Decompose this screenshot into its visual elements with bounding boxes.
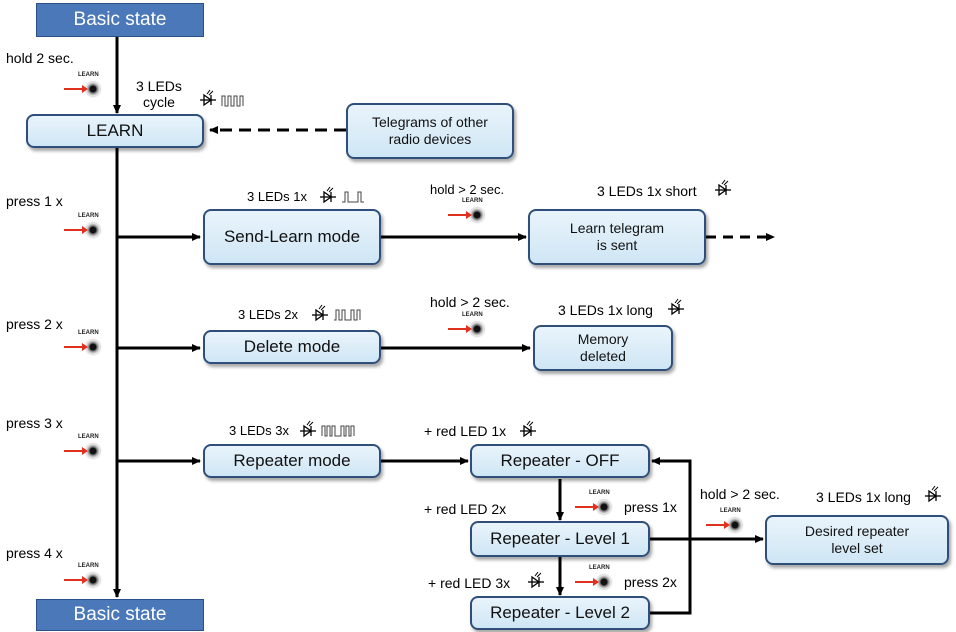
leds-cycle-line-1: 3 LEDs (136, 78, 182, 94)
blink-pulse-icon (321, 425, 355, 437)
leds-cycle-line-2: cycle (143, 94, 175, 110)
leds-long-a-label: 3 LEDs 1x long (558, 302, 653, 318)
repeater-level1-box: Repeater - Level 1 (470, 521, 650, 557)
repeater-level2-box: Repeater - Level 2 (470, 596, 650, 630)
delete-mode-box: Delete mode (203, 330, 381, 364)
led-icon (924, 485, 942, 502)
basic-state-bottom-label: Basic state (73, 604, 167, 625)
learn-button-icon: LEARN (64, 72, 104, 102)
learn-button-icon: LEARN (448, 312, 488, 342)
blink-pulse-icon (334, 309, 361, 321)
press-2-label: press 2 x (6, 316, 63, 332)
press-1-label: press 1 x (6, 193, 63, 209)
hold-gt-2-b-label: hold > 2 sec. (430, 294, 510, 310)
learn-button-icon: LEARN (64, 213, 104, 243)
learn-button-caption: LEARN (78, 72, 99, 78)
press-1x-label: press 1x (624, 499, 677, 515)
repeater-mode-label: Repeater mode (233, 451, 351, 470)
telegrams-box: Telegrams of other radio devices (346, 103, 514, 159)
red-led-1-label: + red LED 1x (424, 423, 507, 439)
learn-button-icon: LEARN (706, 508, 746, 538)
learn-button-caption: LEARN (78, 330, 99, 336)
desired-level-line-2: level set (831, 540, 883, 556)
learn-button-caption: LEARN (462, 198, 483, 204)
press-2x-label: press 2x (624, 574, 677, 590)
desired-level-line-1: Desired repeater (804, 523, 910, 539)
send-leds-label: 3 LEDs 1x (247, 189, 307, 204)
learn-button-icon: LEARN (575, 565, 615, 595)
led-icon (299, 420, 317, 437)
learn-box-label: LEARN (86, 121, 144, 140)
led-icon (667, 298, 685, 315)
press-3-label: press 3 x (6, 415, 63, 431)
learn-button-icon: LEARN (64, 434, 104, 464)
learn-button-caption: LEARN (589, 565, 610, 571)
leds-short-label: 3 LEDs 1x short (597, 183, 697, 199)
led-icon (311, 304, 329, 321)
led-icon (319, 186, 337, 203)
telegrams-line-1: Telegrams of other (372, 114, 488, 130)
delete-mode-label: Delete mode (243, 337, 341, 356)
leds-long-b-label: 3 LEDs 1x long (816, 489, 911, 505)
repeater-off-label: Repeater - OFF (500, 451, 620, 470)
blink-pulse-icon (221, 95, 244, 107)
desired-level-box: Desired repeater level set (765, 515, 949, 565)
led-icon (714, 179, 732, 196)
memory-deleted-box: Memory deleted (533, 325, 673, 371)
memory-deleted-line-2: deleted (580, 348, 626, 364)
led-icon (527, 571, 545, 588)
repeater-mode-box: Repeater mode (203, 444, 381, 478)
learn-button-icon: LEARN (64, 563, 104, 593)
basic-state-top-label: Basic state (73, 9, 167, 30)
learn-box: LEARN (26, 114, 204, 148)
learn-button-caption: LEARN (589, 490, 610, 496)
repeater-level1-label: Repeater - Level 1 (490, 529, 630, 548)
learn-button-icon: LEARN (575, 490, 615, 520)
delete-leds-label: 3 LEDs 2x (238, 307, 298, 322)
learn-button-caption: LEARN (462, 312, 483, 318)
led-icon (199, 89, 217, 106)
learn-button-caption: LEARN (78, 563, 99, 569)
learn-sent-box: Learn telegram is sent (528, 209, 706, 265)
red-led-2-label: + red LED 2x (424, 501, 507, 517)
hold-gt-2-a-label: hold > 2 sec. (430, 182, 505, 197)
learn-sent-line-2: is sent (596, 237, 638, 253)
learn-button-caption: LEARN (78, 213, 99, 219)
learn-button-caption: LEARN (720, 508, 741, 514)
hold-gt-2-c-label: hold > 2 sec. (700, 486, 780, 502)
send-learn-box: Send-Learn mode (203, 209, 381, 265)
led-icon (519, 420, 537, 437)
repeater-off-box: Repeater - OFF (470, 444, 650, 478)
repeater-leds-label: 3 LEDs 3x (229, 423, 289, 438)
learn-button-caption: LEARN (78, 434, 99, 440)
basic-state-bottom: Basic state (36, 599, 204, 631)
learn-button-icon: LEARN (448, 198, 488, 228)
basic-state-top: Basic state (36, 3, 204, 37)
memory-deleted-line-1: Memory (577, 331, 629, 347)
learn-sent-line-1: Learn telegram (569, 220, 665, 236)
send-learn-label: Send-Learn mode (223, 227, 361, 246)
press-4-label: press 4 x (6, 545, 63, 561)
hold-2-label: hold 2 sec. (6, 50, 74, 66)
blink-pulse-icon (342, 191, 364, 203)
red-led-3-label: + red LED 3x (428, 575, 511, 591)
repeater-level2-label: Repeater - Level 2 (490, 603, 630, 622)
learn-button-icon: LEARN (64, 330, 104, 360)
loop-back-line (650, 457, 692, 615)
telegrams-line-2: radio devices (388, 131, 472, 147)
